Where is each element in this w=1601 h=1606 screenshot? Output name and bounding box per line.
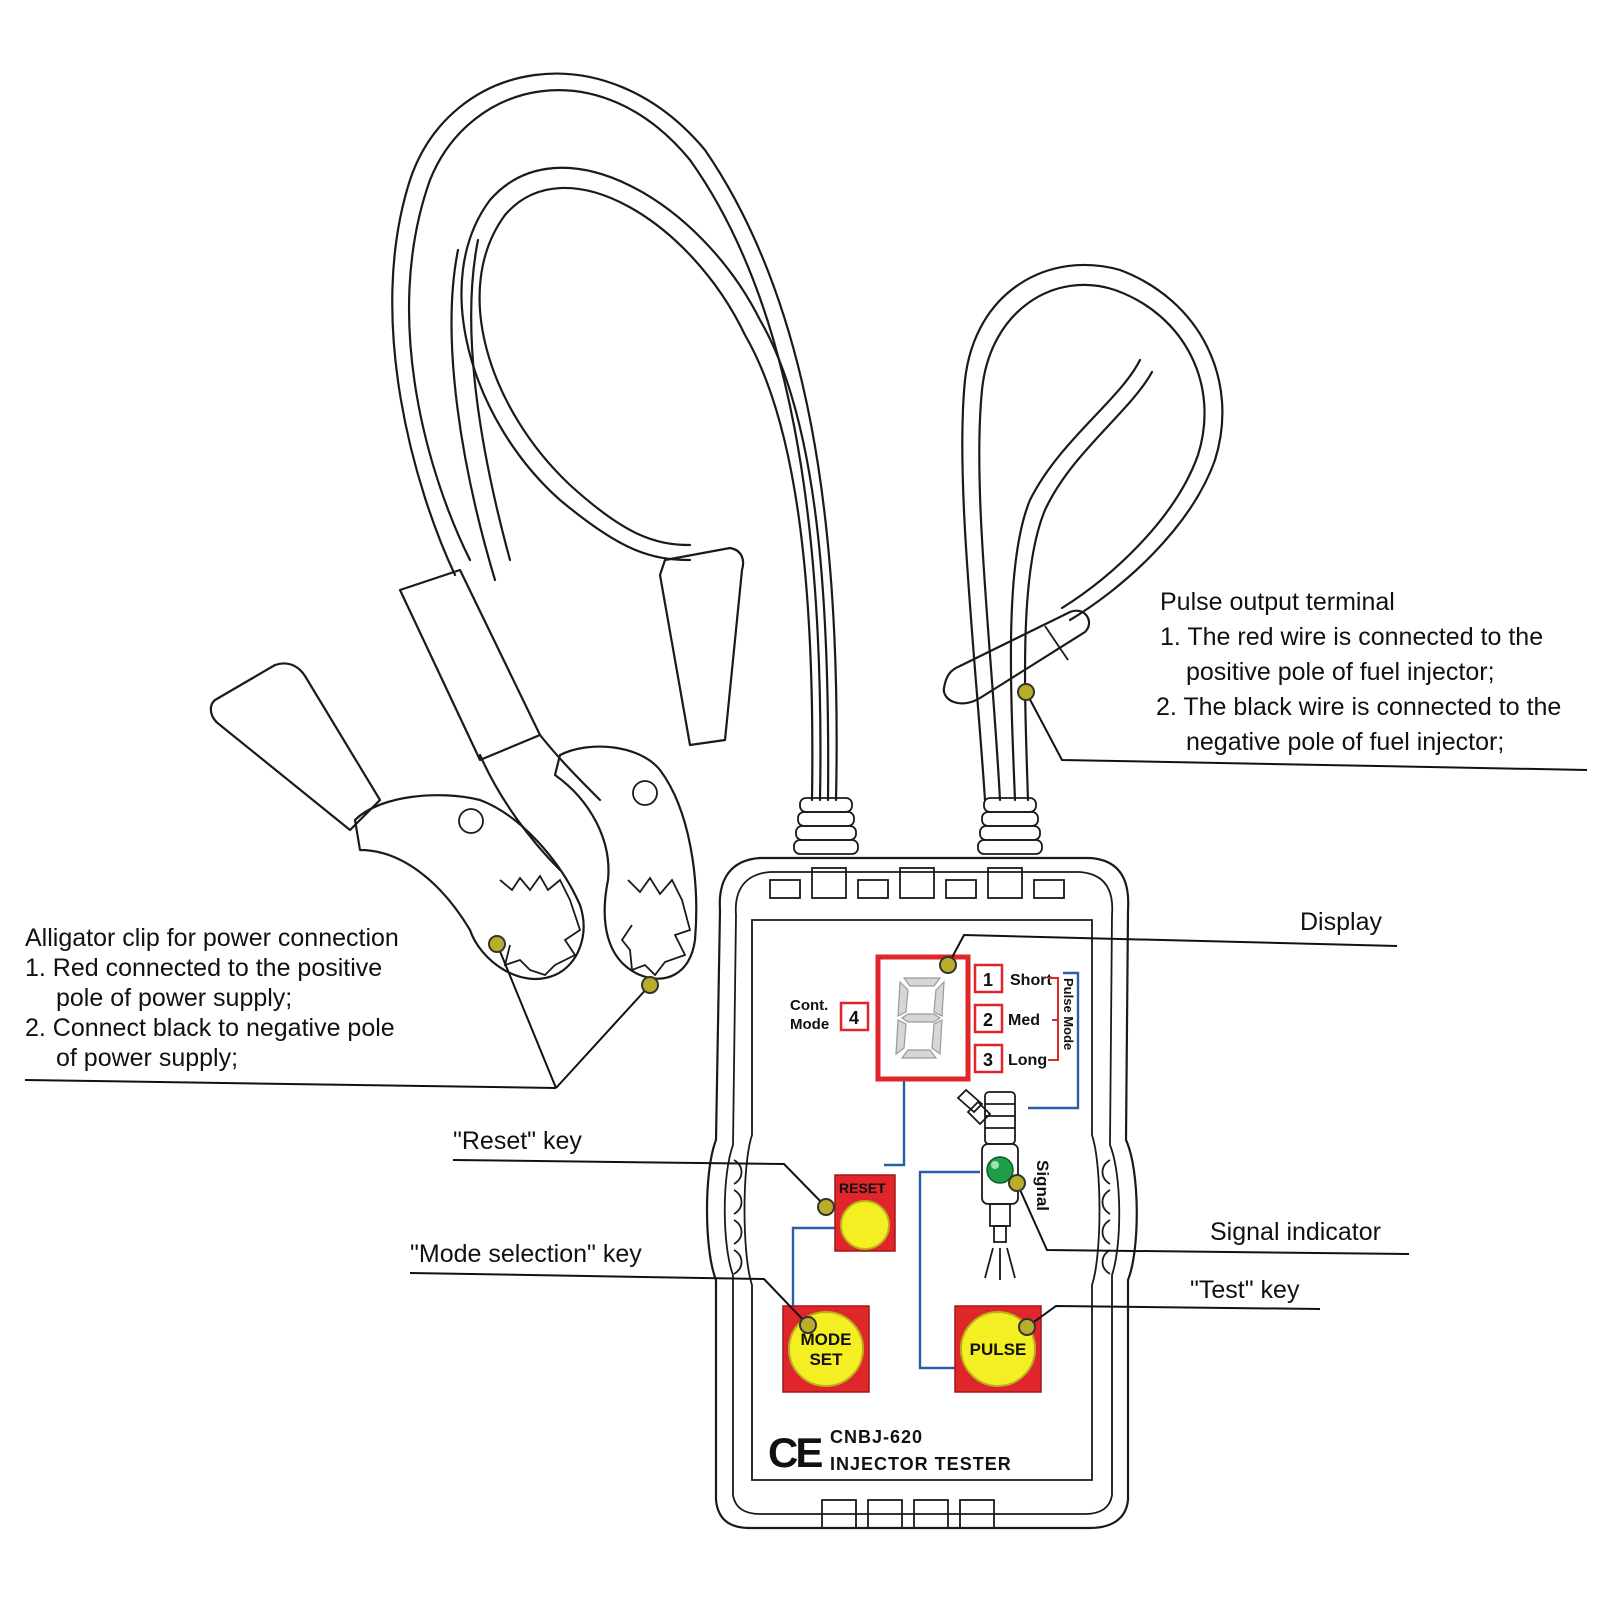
mode-set-label-1: MODE [801, 1330, 852, 1349]
pulse-mode-2-number: 2 [983, 1010, 993, 1030]
pulse-output-line-3: 2. The black wire is connected to the [1156, 693, 1561, 721]
marker-mode [799, 1316, 817, 1334]
reset-button-label: RESET [839, 1180, 886, 1196]
alligator-line-2: pole of power supply; [56, 984, 292, 1012]
pulse-mode-3-label: Long [1008, 1052, 1047, 1069]
device-body [705, 797, 1138, 1530]
top-tabs [769, 867, 1065, 899]
callout-mode-key: "Mode selection" key [410, 1240, 642, 1268]
alligator-clip-right [538, 546, 745, 980]
pulse-button-label: PULSE [970, 1340, 1027, 1359]
cont-mode-label-2: Mode [790, 1016, 829, 1033]
model-label: CE CNBJ-620 INJECTOR TESTER [768, 1427, 1012, 1476]
bottom-tabs [821, 1499, 995, 1529]
pulse-mode-list: 1 Short 2 Med 3 Long Pulse Mode [973, 963, 1076, 1074]
pulse-mode-1-label: Short [1010, 972, 1052, 989]
alligator-clip-left [209, 568, 585, 981]
grip-right [1101, 1159, 1111, 1275]
marker-signal [1008, 1174, 1026, 1192]
callout-alligator: Alligator clip for power connection 1. R… [25, 924, 399, 1072]
callout-reset-key: "Reset" key [453, 1127, 582, 1155]
device-name: INJECTOR TESTER [830, 1454, 1012, 1474]
alligator-line-3: 2. Connect black to negative pole [25, 1014, 395, 1042]
pulse-output-cable [961, 263, 1224, 802]
pulse-output-line-2: positive pole of fuel injector; [1186, 658, 1495, 686]
reset-button[interactable]: RESET [834, 1174, 896, 1252]
callout-pulse-output: Pulse output terminal 1. The red wire is… [1156, 588, 1561, 756]
alligator-line-4: of power supply; [56, 1044, 238, 1072]
callout-signal-indicator: Signal indicator [1210, 1218, 1381, 1246]
callout-test-key: "Test" key [1190, 1276, 1300, 1304]
circuit-traces [791, 971, 1080, 1370]
seven-segment-digit [895, 977, 945, 1059]
alligator-line-1: 1. Red connected to the positive [25, 954, 382, 982]
leader-lines [24, 691, 1588, 1328]
ce-mark: CE [768, 1429, 822, 1476]
pulse-mode-2-label: Med [1008, 1012, 1040, 1029]
marker-pulse [1018, 1318, 1036, 1336]
strain-relief-right [977, 797, 1043, 855]
power-cable [391, 72, 838, 802]
pulse-output-line-4: negative pole of fuel injector; [1186, 728, 1504, 756]
cont-mode-indicator: Cont. Mode 4 [790, 997, 870, 1033]
pulse-mode-bracket-label: Pulse Mode [1061, 978, 1076, 1050]
marker-reset [817, 1198, 835, 1216]
model-number: CNBJ-620 [830, 1427, 923, 1447]
marker-clip-right [641, 976, 659, 994]
alligator-title: Alligator clip for power connection [25, 924, 399, 952]
mode-set-button[interactable]: MODE SET [782, 1305, 870, 1393]
pulse-button[interactable]: PULSE [954, 1305, 1042, 1393]
marker-pulse-output [1017, 683, 1035, 701]
pulse-mode-3-number: 3 [983, 1050, 993, 1070]
marker-clip-left [488, 935, 506, 953]
pulse-output-line-1: 1. The red wire is connected to the [1160, 623, 1543, 651]
callout-markers [488, 683, 1036, 1336]
mode-set-label-2: SET [809, 1350, 843, 1369]
display [875, 954, 971, 1082]
signal-label: Signal [1033, 1160, 1052, 1211]
marker-display [939, 956, 957, 974]
cont-mode-number: 4 [849, 1008, 859, 1028]
strain-relief-left [793, 797, 859, 855]
cont-mode-label-1: Cont. [790, 997, 828, 1014]
pulse-output-title: Pulse output terminal [1160, 588, 1395, 616]
fuel-injector-icon [956, 1088, 1019, 1280]
grip-left [733, 1159, 743, 1275]
pulse-output-connector [942, 609, 1091, 705]
callout-display: Display [1300, 908, 1382, 936]
pulse-mode-1-number: 1 [983, 970, 993, 990]
